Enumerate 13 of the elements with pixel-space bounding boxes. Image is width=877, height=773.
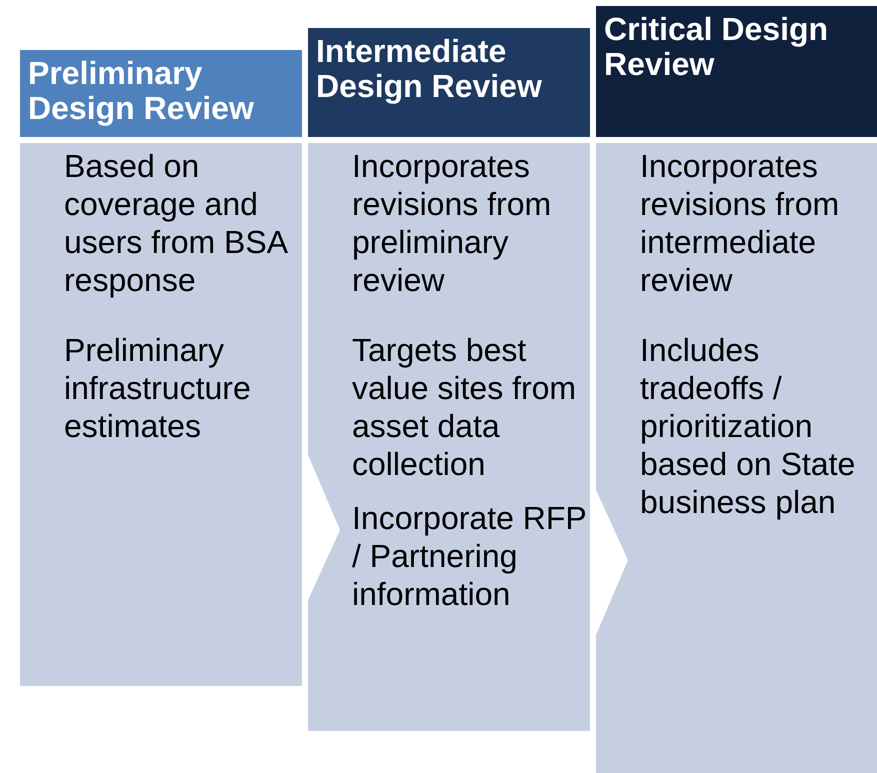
stage-panel [596, 143, 877, 773]
stage-header: Critical Design Review [596, 6, 877, 137]
stage-header: Intermediate Design Review [308, 28, 590, 137]
stage-panel [20, 143, 302, 686]
bullet-text: Incorporates revisions from intermediate review [640, 147, 840, 299]
stage-header: Preliminary Design Review [20, 50, 302, 137]
stage-panel [308, 143, 590, 731]
bullet-text: Preliminary infrastructure estimates [64, 331, 252, 445]
bullet-text: Includes tradeoffs / prioritization based on State business plan [640, 331, 856, 521]
bullet-text: Based on coverage and users from BSA response [64, 147, 288, 299]
bullet-text: Incorporate RFP / Partnering information [352, 499, 588, 613]
bullet-text: Targets best value sites from asset data collection [352, 331, 578, 483]
bullet-text: Incorporates revisions from preliminary review [352, 147, 552, 299]
